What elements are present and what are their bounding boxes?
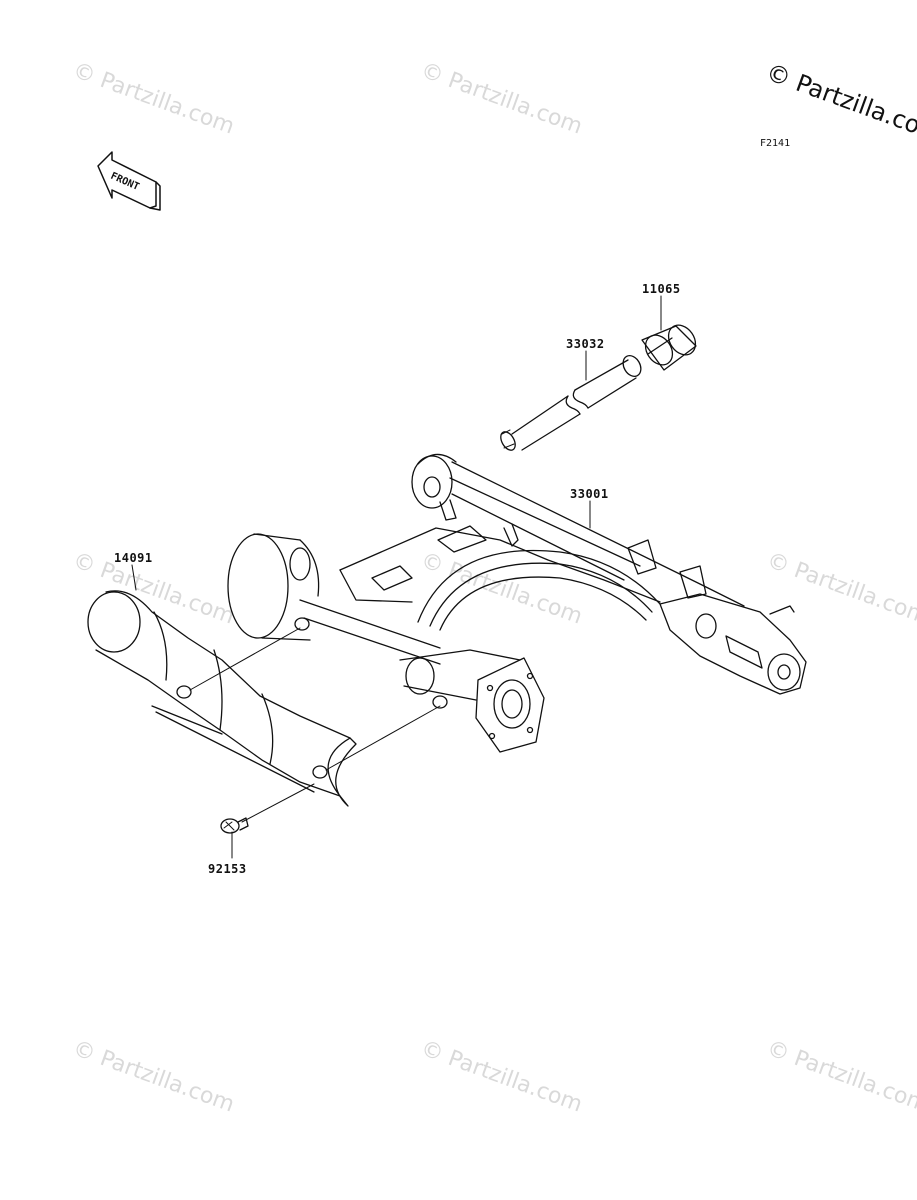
bushing-11065[interactable] xyxy=(640,320,701,371)
leader-lines xyxy=(131,295,662,859)
diagram-code: F2141 xyxy=(760,138,791,149)
swingarm-33001[interactable] xyxy=(227,453,807,753)
cover-14091[interactable] xyxy=(87,590,357,807)
part-label-33001[interactable]: 33001 xyxy=(570,487,609,501)
part-label-14091[interactable]: 14091 xyxy=(114,551,153,565)
part-label-92153[interactable]: 92153 xyxy=(208,862,247,876)
part-label-33032[interactable]: 33032 xyxy=(566,337,605,351)
assembly-lines xyxy=(189,627,441,823)
screw-92153[interactable] xyxy=(220,817,249,834)
front-arrow-icon: FRONT xyxy=(97,151,161,211)
pivot-shaft-33032[interactable] xyxy=(498,352,645,452)
part-label-11065[interactable]: 11065 xyxy=(642,282,681,296)
